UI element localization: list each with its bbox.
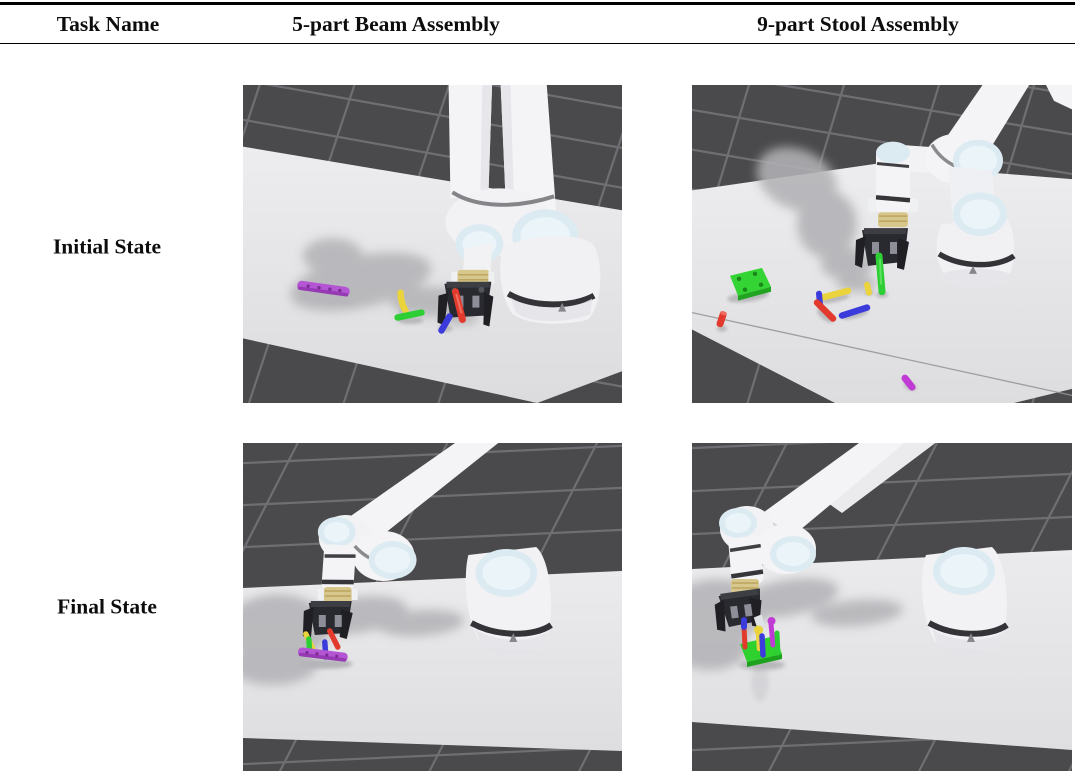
blue-leg bbox=[759, 633, 766, 658]
purple-beam bbox=[298, 647, 348, 662]
row-label-final-state: Final State bbox=[57, 594, 157, 619]
yellow-leg bbox=[818, 287, 852, 301]
purple-beam bbox=[297, 280, 350, 297]
robot-arm bbox=[302, 443, 553, 655]
red-leg bbox=[741, 624, 748, 650]
gripper bbox=[302, 601, 353, 639]
initial-beam-image bbox=[243, 85, 622, 403]
blue-leg bbox=[838, 304, 871, 319]
green-peg bbox=[394, 309, 425, 321]
column-header-task-name: Task Name bbox=[56, 12, 160, 36]
column-header-stool-assembly: 9-part Stool Assembly bbox=[757, 12, 959, 36]
wrist-column bbox=[728, 536, 764, 586]
final-beam-image bbox=[243, 443, 622, 771]
table-seam-line bbox=[692, 311, 1072, 397]
assembled-beam bbox=[298, 628, 348, 662]
beam-shadow bbox=[296, 659, 353, 669]
table-top-rule bbox=[0, 2, 1075, 5]
wrist-coupling bbox=[457, 269, 490, 286]
gripper bbox=[855, 228, 909, 270]
gripper bbox=[714, 588, 766, 632]
yellow-foot bbox=[864, 281, 872, 296]
wrist-column bbox=[321, 544, 356, 592]
green-leg bbox=[774, 630, 781, 656]
stool-reflection bbox=[751, 665, 769, 701]
table-mid-rule bbox=[0, 43, 1075, 45]
wrist-coupling bbox=[878, 212, 908, 228]
red-foot bbox=[716, 311, 727, 328]
robot-arm bbox=[855, 85, 1072, 296]
red-peg bbox=[327, 628, 341, 650]
scattered-parts bbox=[297, 280, 453, 334]
column-header-beam-assembly: 5-part Beam Assembly bbox=[292, 12, 500, 36]
green-seat-plate bbox=[730, 267, 771, 301]
final-stool-image bbox=[692, 443, 1072, 771]
red-leg bbox=[813, 299, 837, 322]
initial-stool-image bbox=[692, 85, 1072, 403]
assembled-stool bbox=[740, 617, 782, 667]
robot-arm bbox=[714, 443, 1009, 655]
magenta-leg bbox=[768, 621, 776, 648]
wrist-coupling bbox=[323, 587, 352, 602]
magenta-foot bbox=[901, 374, 916, 391]
blue-peg bbox=[438, 313, 453, 334]
yellow-leg bbox=[755, 630, 762, 652]
robot-arm bbox=[437, 85, 601, 327]
scattered-parts bbox=[716, 267, 916, 391]
yellow-peg bbox=[397, 289, 409, 314]
row-label-initial-state: Initial State bbox=[52, 234, 162, 259]
